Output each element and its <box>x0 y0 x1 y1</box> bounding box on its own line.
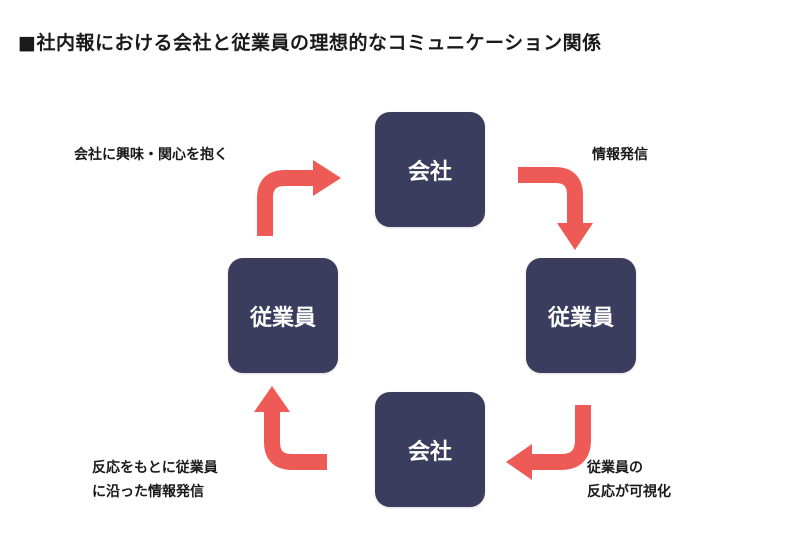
edge-label-bottom-right: 従業員の 反応が可視化 <box>587 456 671 504</box>
arrow-bottom-right <box>530 405 591 470</box>
edge-label-top-left: 会社に興味・関心を抱く <box>74 143 228 167</box>
arrowhead-top-left <box>313 160 341 196</box>
edge-label-bottom-right-line2: 反応が可視化 <box>587 484 671 500</box>
arrowhead-bottom-right <box>506 444 532 480</box>
edge-label-bottom-right-line1: 従業員の <box>587 460 643 476</box>
edge-label-bottom-left-line1: 反応をもとに従業員 <box>92 460 218 476</box>
edge-label-bottom-left: 反応をもとに従業員 に沿った情報発信 <box>92 456 218 504</box>
node-company-top-label: 会社 <box>407 159 452 185</box>
node-company-bottom: 会社 <box>375 392 485 507</box>
edge-label-top-right-text: 情報発信 <box>592 147 648 163</box>
arrowhead-bottom-left <box>254 386 290 412</box>
edge-label-bottom-left-line2: に沿った情報発信 <box>92 484 204 500</box>
node-employee-left-label: 従業員 <box>249 305 316 331</box>
arrow-bottom-left <box>264 410 327 470</box>
node-company-top: 会社 <box>375 112 485 227</box>
node-employee-left: 従業員 <box>228 258 338 373</box>
edge-label-top-left-text: 会社に興味・関心を抱く <box>74 147 228 163</box>
arrowhead-top-right <box>557 223 593 250</box>
edge-label-top-right: 情報発信 <box>592 143 648 167</box>
node-company-bottom-label: 会社 <box>407 439 452 465</box>
arrow-top-right <box>518 167 583 225</box>
page-title: ■社内報における会社と従業員の理想的なコミュニケーション関係 <box>18 32 602 54</box>
node-employee-right: 従業員 <box>526 258 636 373</box>
arrow-top-left <box>257 170 315 236</box>
node-employee-right-label: 従業員 <box>547 305 614 331</box>
